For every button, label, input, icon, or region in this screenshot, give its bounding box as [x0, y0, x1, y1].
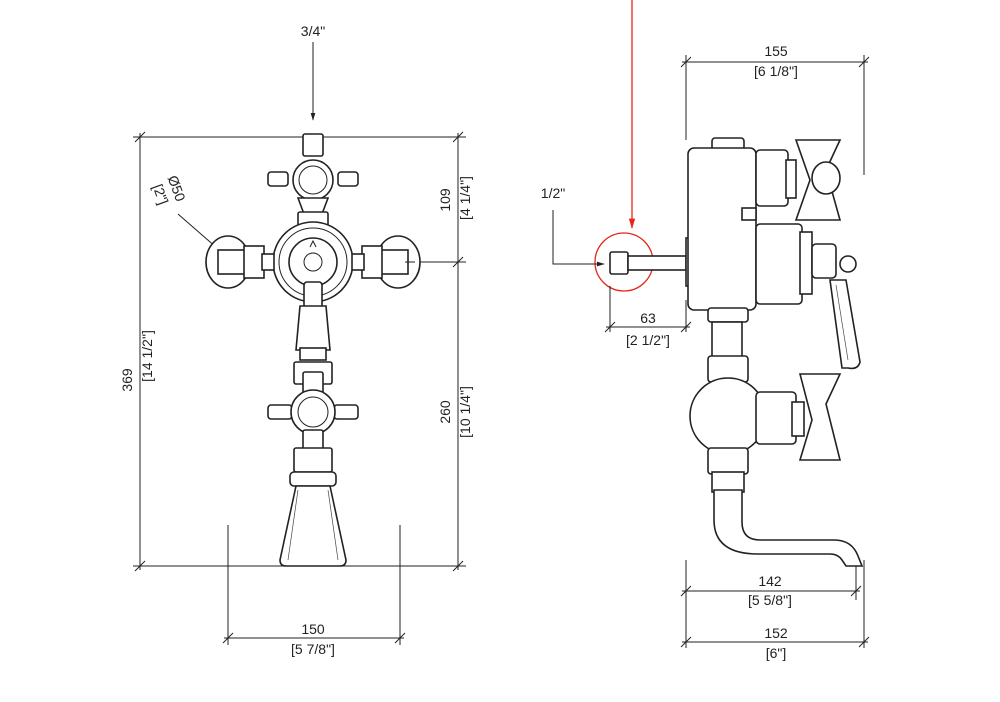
- inlet-side-leader: [552, 210, 605, 267]
- dim-109-label: 109: [437, 188, 453, 212]
- side-spout: [707, 447, 864, 567]
- dim-369-sub: [14 1/2"]: [139, 330, 155, 382]
- front-view: 3/4" 369 [14 1/2"] 109 [4 1/4"] 260 [10 …: [119, 23, 473, 657]
- dia-sub: [2"]: [150, 182, 172, 207]
- dim-142-label: 142: [758, 573, 782, 589]
- side-valve-body: [687, 137, 813, 311]
- inlet-top-label: 3/4": [301, 23, 325, 39]
- left-union: [205, 235, 275, 289]
- side-top-cross: [794, 139, 842, 221]
- dim-63-label: 63: [640, 310, 656, 326]
- thermostatic-body: [272, 211, 354, 303]
- side-lever: [811, 243, 861, 370]
- side-lower-connector: [707, 307, 749, 383]
- dim-369-label: 369: [119, 368, 135, 392]
- side-diverter: [689, 373, 842, 461]
- dim-260-sub: [10 1/4"]: [457, 386, 473, 438]
- dim-155-label: 155: [764, 43, 788, 59]
- dim-142-sub: [5 5/8"]: [748, 592, 792, 608]
- dim-152-sub: [6"]: [766, 645, 787, 661]
- dim-109-sub: [4 1/4"]: [457, 176, 473, 220]
- dim-150-sub: [5 7/8"]: [291, 641, 335, 657]
- bottom-cross-handle: [267, 361, 359, 473]
- dim-63-sub: [2 1/2"]: [626, 332, 670, 348]
- dim-152-label: 152: [764, 625, 788, 641]
- dim-150-label: 150: [301, 621, 325, 637]
- dim-260-label: 260: [437, 400, 453, 424]
- front-lever: [295, 281, 331, 361]
- top-cross-handle: [267, 133, 359, 215]
- right-union: [351, 235, 421, 289]
- side-view: 155 [6 1/8"] 1/2" 63 [2 1/2"]: [541, 0, 870, 661]
- front-spout: [279, 471, 347, 567]
- dim-155-sub: [6 1/8"]: [754, 63, 798, 79]
- inlet-side-label: 1/2": [541, 185, 565, 201]
